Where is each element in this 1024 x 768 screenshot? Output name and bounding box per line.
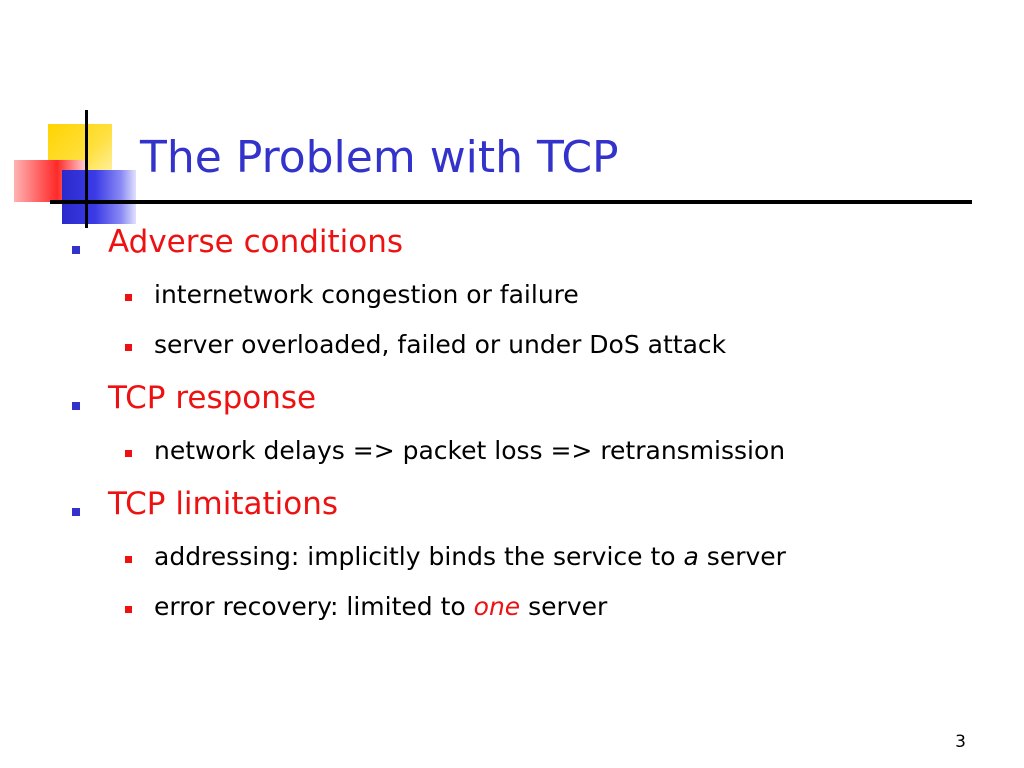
title-underline: [50, 200, 972, 204]
decorative-squares-logo: [0, 0, 160, 240]
sub-bullet-server-overloaded: server overloaded, failed or under DoS a…: [154, 330, 727, 359]
sub-bullet-marker: [125, 556, 132, 563]
sub-bullet-error-recovery: error recovery: limited to one server: [154, 592, 607, 621]
addressing-emphasis: a: [683, 542, 699, 571]
bullet-marker: [72, 402, 80, 410]
addressing-text-pre: addressing: implicitly binds the service…: [154, 542, 684, 571]
bullet-tcp-response: TCP response: [108, 380, 317, 416]
sub-bullet-marker: [125, 294, 132, 301]
sub-bullet-marker: [125, 606, 132, 613]
blue-square: [62, 170, 136, 224]
vertical-rule: [85, 110, 88, 228]
sub-bullet-network-delays: network delays => packet loss => retrans…: [154, 436, 786, 465]
bullet-tcp-limitations: TCP limitations: [108, 486, 339, 522]
sub-bullet-congestion: internetwork congestion or failure: [154, 280, 579, 309]
sub-bullet-marker: [125, 450, 132, 457]
page-number: 3: [955, 732, 966, 752]
bullet-adverse-conditions: Adverse conditions: [108, 224, 404, 260]
bullet-marker: [72, 246, 80, 254]
bullet-marker: [72, 508, 80, 516]
sub-bullet-marker: [125, 344, 132, 351]
sub-bullet-addressing: addressing: implicitly binds the service…: [154, 542, 786, 571]
error-recovery-emphasis: one: [473, 592, 521, 621]
error-recovery-text-pre: error recovery: limited to: [154, 592, 474, 621]
error-recovery-text-post: server: [520, 592, 608, 621]
slide-title: The Problem with TCP: [140, 132, 619, 183]
addressing-text-post: server: [698, 542, 786, 571]
